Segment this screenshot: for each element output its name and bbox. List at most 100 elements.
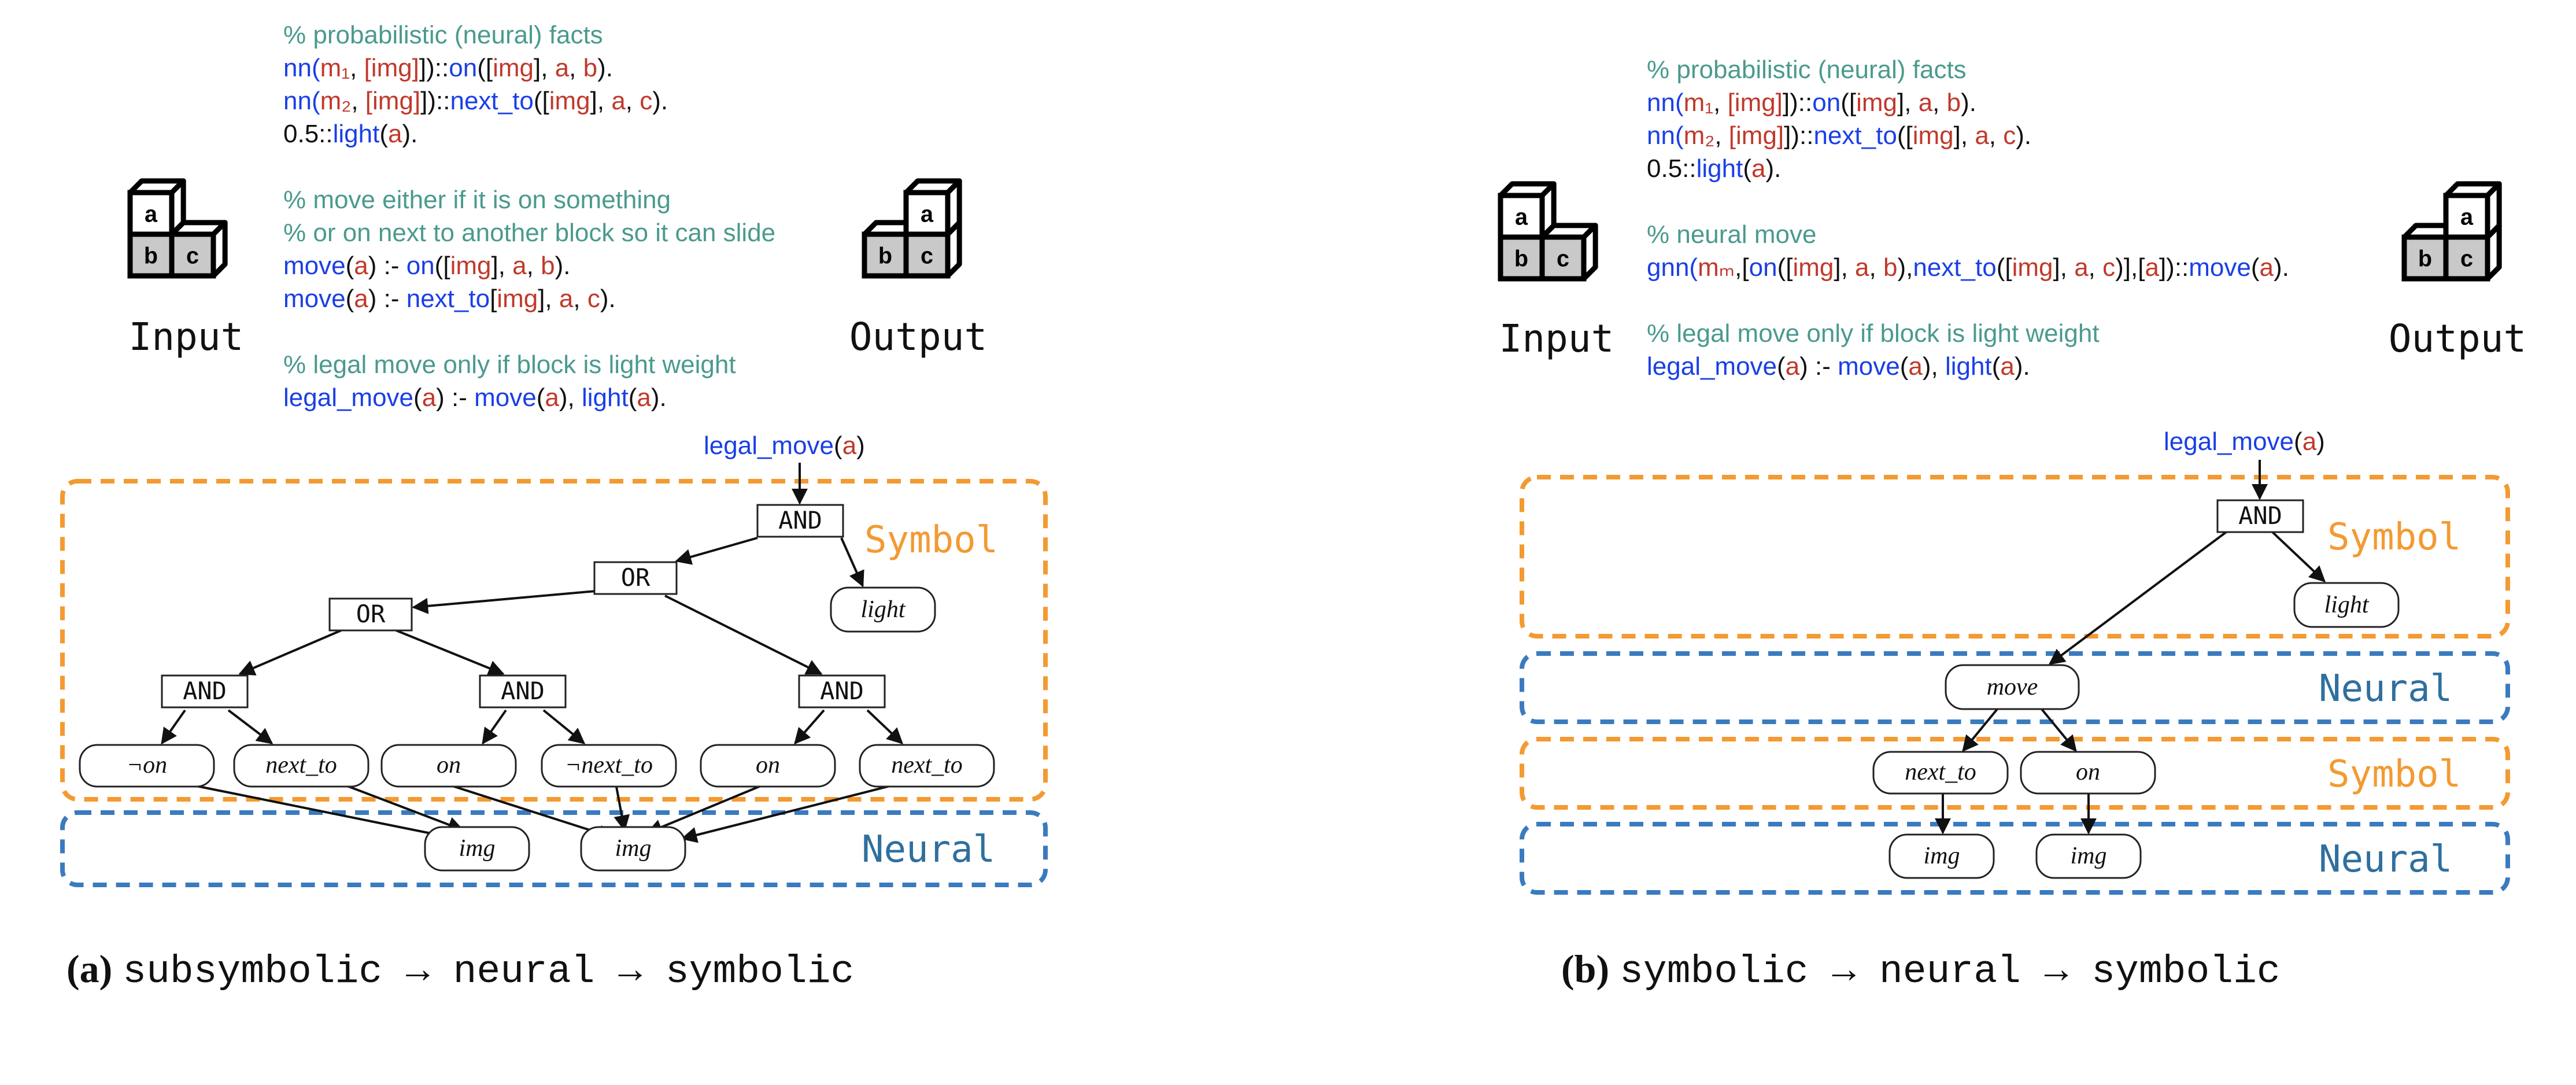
code-b-line-6-seg-16: a xyxy=(2074,253,2089,282)
code-b-line-2-seg-2: ₂ xyxy=(1705,121,1714,150)
code-a-line-11-seg-9: ( xyxy=(629,383,637,412)
code-b-line-6-seg-14: img xyxy=(2012,253,2053,282)
code-b-line-6-seg-7: ], xyxy=(1834,253,1855,282)
node-label: move xyxy=(1987,674,2038,700)
panel-b-node-and-top: AND xyxy=(2216,499,2304,533)
panel-a-neural-region xyxy=(60,810,1048,887)
code-a-line-11-seg-6: a xyxy=(545,383,559,412)
code-b-line-3-seg-0: 0.5:: xyxy=(1647,154,1697,183)
block-letter: c xyxy=(2460,246,2473,271)
code-a-line-0-seg-0: % probabilistic (neural) facts xyxy=(283,21,603,49)
code-b-line-6-seg-17: , xyxy=(2089,253,2102,282)
code-a-line-2-seg-3: , xyxy=(351,87,365,115)
code-a-line-6-seg-0: % or on next to another block so it can … xyxy=(283,219,775,247)
block-letter: a xyxy=(145,201,158,227)
node-label: on xyxy=(2076,759,2100,785)
code-b-line-9-seg-4: move xyxy=(1838,352,1900,381)
code-b-line-9-seg-2: a xyxy=(1786,352,1800,381)
panel-a-neural-label: Neural xyxy=(862,828,995,871)
code-b-line-9-seg-6: a xyxy=(1908,352,1923,381)
panel-a-node-next-to-1: next_to xyxy=(233,744,369,788)
root-a-line-0-seg-3: ) xyxy=(856,431,865,460)
code-a-line-8-seg-3: ) :- xyxy=(368,285,406,313)
code-a-line-2-seg-5: ]):: xyxy=(420,87,450,115)
panel-b-root-label: legal_move(a) xyxy=(2164,427,2325,456)
code-b-line-2-seg-4: [img] xyxy=(1729,121,1784,150)
node-label: AND xyxy=(820,677,864,705)
code-a-line-7-seg-4: on xyxy=(406,252,435,280)
root-a-line-0-seg-1: ( xyxy=(834,431,842,460)
code-a-line-2-seg-2: ₂ xyxy=(341,87,351,115)
panel-b-neural-region-1 xyxy=(1520,651,2510,724)
code-b-line-6-seg-9: , xyxy=(1869,253,1883,282)
code-b-line-2-seg-9: ], xyxy=(1954,121,1975,150)
code-a-line-8-seg-11: ). xyxy=(600,285,616,313)
code-b-line-3-seg-3: a xyxy=(1751,154,1766,183)
code-a-line-1-seg-8: img xyxy=(493,54,534,82)
code-b-line-2-seg-8: img xyxy=(1913,121,1954,150)
code-a-line-1-seg-1: m xyxy=(320,54,342,82)
code-b-line-1-seg-13: ). xyxy=(1961,88,1976,117)
code-b-line-9-seg-7: ), xyxy=(1923,352,1945,381)
code-a-line-7-seg-9: , xyxy=(527,252,541,280)
panel-a-node-and-top: AND xyxy=(756,504,844,538)
code-a-line-11-seg-4: move xyxy=(474,383,537,412)
code-a-line-8-seg-8: a xyxy=(559,285,574,313)
panel-a-node-img-2: img xyxy=(580,826,686,872)
panel-a-node-img-1: img xyxy=(424,826,530,872)
code-a-line-1-seg-11: , xyxy=(569,54,583,82)
panel-b-caption: (b)symbolic → neural → symbolic xyxy=(1561,947,2281,994)
panel-b-input-label: Input xyxy=(1499,316,1614,361)
code-a-line-1-seg-7: ([ xyxy=(477,54,493,82)
panel-b-neural-label-2: Neural xyxy=(2319,838,2452,881)
node-label: AND xyxy=(778,506,822,534)
panel-a-node-or-mid: OR xyxy=(593,561,678,595)
panel-a-output-label: Output xyxy=(849,315,987,359)
code-a-line-11-seg-3: ) :- xyxy=(436,383,474,412)
panel-a-node-and-2: AND xyxy=(479,674,567,708)
code-b-line-1-seg-1: m xyxy=(1684,88,1705,117)
code-a-line-2-seg-12: c xyxy=(640,87,652,115)
code-a-line-8-seg-5: [ xyxy=(490,285,497,313)
code-a-line-7-seg-1: ( xyxy=(346,252,354,280)
panel-a-node-on-1: on xyxy=(380,744,517,788)
code-b-line-9-seg-11: ). xyxy=(2015,352,2030,381)
code-a-line-7-seg-6: img xyxy=(450,252,491,280)
code-a-line-11-seg-5: ( xyxy=(537,383,545,412)
code-a-line-8-seg-9: , xyxy=(573,285,587,313)
node-label: img xyxy=(2071,843,2107,869)
panel-b-output-label: Output xyxy=(2389,316,2526,361)
panel-b-symbol-label-2: Symbol xyxy=(2327,753,2461,796)
code-a-line-1-seg-12: b xyxy=(583,54,597,82)
code-b-line-6-seg-2: ₘ xyxy=(1719,253,1735,282)
panel-b-symbol-region-2 xyxy=(1520,737,2510,810)
node-label: OR xyxy=(356,600,386,628)
root-b-line-0-seg-3: ) xyxy=(2316,427,2325,456)
code-b-line-6-seg-24: a xyxy=(2260,253,2274,282)
code-a-line-8-seg-1: ( xyxy=(346,285,354,313)
root-b-line-0-seg-2: a xyxy=(2302,427,2317,456)
block-letter: b xyxy=(878,243,892,268)
code-a-line-2-seg-1: m xyxy=(320,87,342,115)
code-a-line-7-seg-5: ([ xyxy=(435,252,450,280)
code-b-line-6-seg-6: img xyxy=(1793,253,1834,282)
code-b-line-9-seg-1: ( xyxy=(1777,352,1786,381)
code-a-line-1-seg-6: on xyxy=(449,54,477,82)
panel-a-symbol-label: Symbol xyxy=(864,519,998,562)
panel-a-node-not-on: ¬on xyxy=(79,744,215,788)
node-label: img xyxy=(615,835,652,862)
block-cube: c xyxy=(169,220,228,279)
code-b-line-6-seg-21: ]):: xyxy=(2159,253,2189,282)
code-a-line-3-seg-0: 0.5:: xyxy=(283,120,333,148)
block-cube: c xyxy=(1539,223,1598,282)
code-a-line-2-seg-7: ([ xyxy=(534,87,549,115)
code-b-line-6-seg-5: ([ xyxy=(1777,253,1793,282)
code-a-line-1-seg-3: , xyxy=(350,54,364,82)
code-a-line-1-seg-10: a xyxy=(555,54,570,82)
code-a-line-7-seg-7: ], xyxy=(491,252,512,280)
code-b-line-6-seg-10: b xyxy=(1883,253,1897,282)
